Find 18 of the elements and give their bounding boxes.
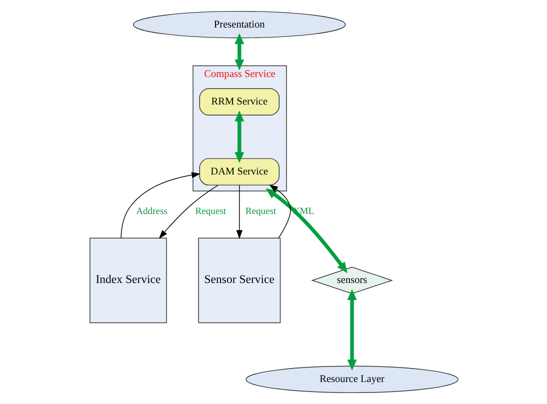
node-ellipse: Presentation	[132, 10, 346, 38]
arrow	[234, 33, 244, 70]
node-box: DAM Service	[198, 158, 280, 186]
node-diamond: sensors	[310, 266, 392, 294]
edge-label: Request	[194, 206, 226, 218]
node-box: RRM Service	[198, 88, 280, 116]
arrow	[120, 172, 200, 238]
node-ellipse: Resource Layer	[245, 366, 458, 394]
edge-label: Address	[136, 206, 167, 218]
arrow	[346, 289, 356, 370]
node-box: Sensor Service	[198, 238, 280, 324]
arrow	[236, 184, 242, 239]
arrow	[158, 184, 218, 239]
arrow	[234, 110, 244, 163]
edge-label: Request	[244, 206, 276, 218]
node-box: Index Service	[89, 238, 166, 324]
arrow	[268, 184, 290, 238]
arrow	[265, 188, 347, 274]
